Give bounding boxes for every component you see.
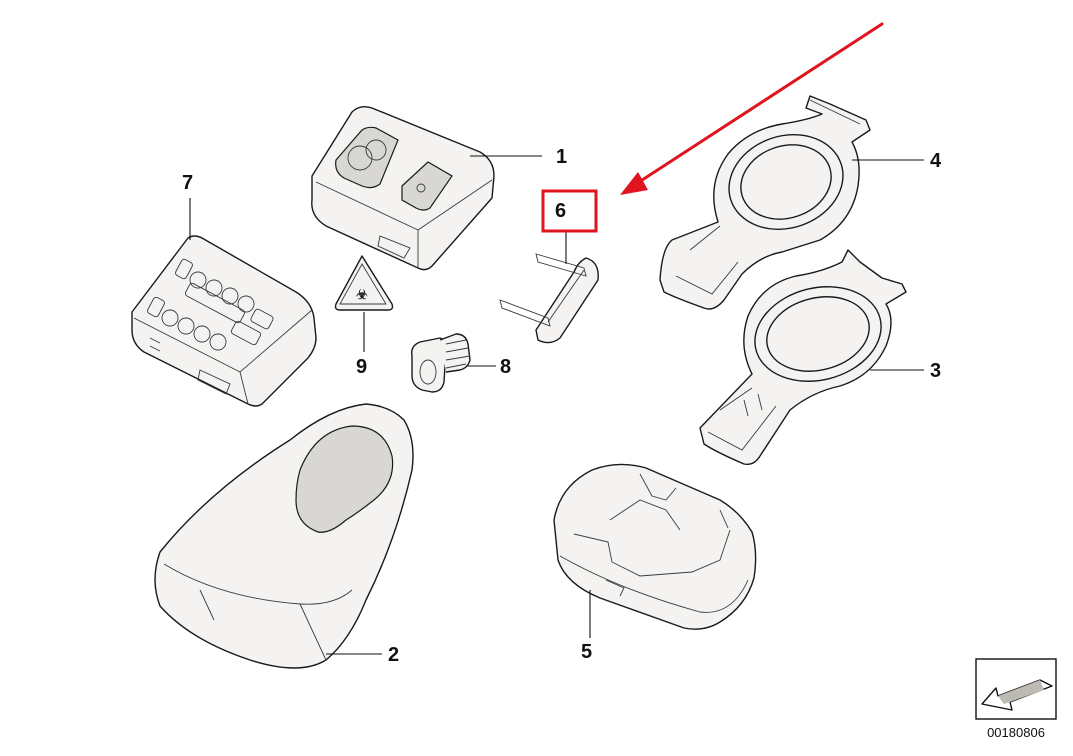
highlight-box — [541, 189, 598, 233]
reference-stamp: 00180806 — [975, 658, 1057, 740]
callout-7: 7 — [182, 172, 193, 194]
callout-4: 4 — [930, 150, 942, 172]
reference-code: 00180806 — [987, 725, 1045, 740]
callout-2: 2 — [388, 644, 399, 666]
leader-lines — [189, 155, 924, 655]
part-4-ring-bracket — [659, 95, 871, 310]
part-1-switch-housing — [311, 105, 495, 271]
part-3-ring-channel — [699, 249, 907, 466]
callout-1: 1 — [556, 146, 567, 168]
warning-triangle-icon — [334, 255, 394, 311]
part-9-warning-label: ☣ — [334, 255, 394, 311]
callout-5: 5 — [581, 641, 592, 663]
panel-buttons — [147, 258, 274, 351]
part-7-control-panel — [131, 235, 317, 407]
callout-8: 8 — [500, 356, 511, 378]
part-5-tray — [553, 463, 757, 630]
callout-3: 3 — [930, 360, 941, 382]
highlight-arrow — [620, 22, 884, 195]
callout-6: 6 — [555, 200, 566, 222]
callout-labels: 1 7 9 8 6 4 3 2 5 — [182, 146, 942, 666]
part-6-clip — [499, 253, 599, 344]
svg-text:☣: ☣ — [356, 287, 368, 302]
part-2-large-cover — [154, 403, 414, 669]
callout-9: 9 — [356, 356, 367, 378]
part-8-plug — [410, 333, 471, 393]
corner-arrow-icon — [981, 679, 1053, 711]
